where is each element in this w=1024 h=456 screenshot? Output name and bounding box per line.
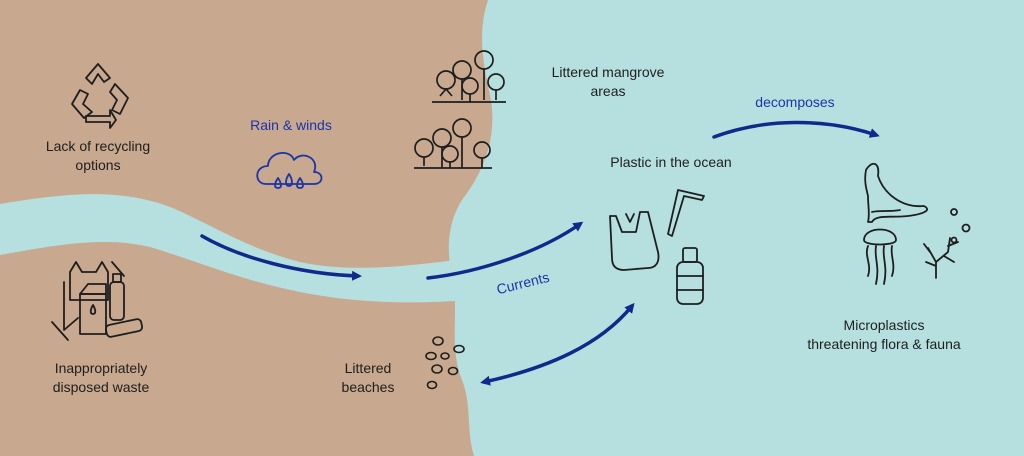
- ocean-label: Plastic in the ocean: [610, 154, 732, 170]
- decomposes-arrow: [712, 120, 880, 139]
- beach-ocean-arrow: [480, 302, 635, 386]
- waste-pile-icon: [51, 261, 144, 341]
- mangrove-trees-icon: [414, 50, 506, 169]
- river-flow-arrow: [200, 234, 362, 281]
- rain-cloud-icon: [256, 152, 323, 189]
- currents-arrow: [426, 221, 584, 280]
- rain-winds-label: Rain & winds: [250, 117, 332, 133]
- recycling-label: Lack of recycling options: [45, 138, 151, 173]
- decomposes-label: decomposes: [755, 94, 835, 110]
- plastic-bag-bottle-straw-icon: [609, 189, 705, 305]
- whale-jellyfish-coral-icon: [863, 162, 971, 285]
- mangrove-label: Littered mangrove areas: [551, 64, 665, 99]
- recycle-icon: [71, 63, 129, 129]
- beaches-label: Littered beaches: [341, 360, 395, 395]
- land-area: [0, 0, 493, 456]
- waste-label: Inappropriately disposed waste: [52, 360, 150, 395]
- microplastics-label: Microplastics threatening flora & fauna: [807, 317, 961, 352]
- pebbles-icon: [425, 336, 465, 390]
